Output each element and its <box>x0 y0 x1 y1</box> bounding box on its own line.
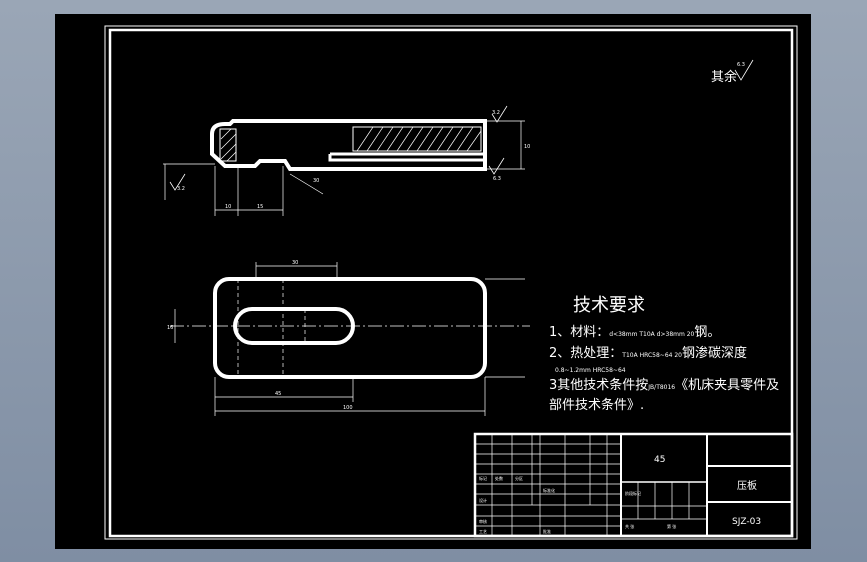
tech-line-3: 3其他技术条件按JB/T8016《机床夹具零件及 <box>549 377 779 393</box>
plate-outline <box>213 277 487 379</box>
drawing-sheet: 10 15 3.2 30 10 3.2 6.3 其余 6.3 30 <box>104 25 798 540</box>
section-step <box>328 152 485 162</box>
tech-line-1: 1、材料：d<38mm T10A d>38mm 20钢。 <box>549 325 720 340</box>
tb-label-process: 工艺 <box>479 529 487 534</box>
plan-view: 30 16 45 100 <box>167 260 530 416</box>
dim-angle: 30 <box>313 178 319 184</box>
section-view: 10 15 3.2 30 10 3.2 6.3 <box>163 105 530 216</box>
tb-label-approve: 批准 <box>543 528 551 534</box>
tb-label-std: 标准化 <box>543 487 555 493</box>
title-block: 标记 处数 分区 设计 标准化 审核 工艺 批准 阶段标记 共 张 第 张 45… <box>473 432 794 538</box>
dim-length-total: 100 <box>343 405 353 411</box>
roughness-symbol-bottom <box>488 157 505 175</box>
inner-border <box>108 28 794 538</box>
tb-label-sheet-no: 第 张 <box>667 523 676 529</box>
dim-small-2: 15 <box>257 204 263 210</box>
material: 45 <box>654 455 665 465</box>
angle-arc <box>289 173 324 195</box>
tb-label-mark: 标记 <box>479 475 487 481</box>
cad-viewport[interactable]: 10 15 3.2 30 10 3.2 6.3 其余 6.3 30 <box>55 14 811 549</box>
outer-border <box>104 25 798 540</box>
roughness-left: 3.2 <box>177 186 185 192</box>
drawing-number: SJZ-03 <box>732 517 761 527</box>
tech-title: 技术要求 <box>573 295 645 316</box>
roughness-symbol-left <box>169 173 186 191</box>
tb-label-stage: 阶段标记 <box>625 490 641 496</box>
titleblock-frame <box>473 432 794 538</box>
hatch-lines-right <box>356 126 482 152</box>
roughness-symbol-top <box>491 105 508 123</box>
hatch-lines-left <box>220 128 237 162</box>
dim-thickness: 10 <box>524 144 530 150</box>
section-outline <box>210 119 487 171</box>
tech-line-2-sub: 0.8~1.2mm HRC58~64 <box>555 367 626 374</box>
roughness-bottom: 6.3 <box>493 176 501 182</box>
part-name: 压板 <box>737 479 757 492</box>
tech-line-4: 部件技术条件》. <box>549 397 644 413</box>
tech-requirements: 技术要求 1、材料：d<38mm T10A d>38mm 20钢。 2、热处理：… <box>549 295 779 413</box>
hatch-right <box>352 126 482 152</box>
hatch-left <box>219 128 237 162</box>
tb-label-sheets: 共 张 <box>625 523 634 529</box>
tb-label-zone: 分区 <box>515 475 523 481</box>
tb-grid <box>475 434 690 536</box>
tech-line-2: 2、热处理：T10A HRC58~64 20钢渗碳深度 <box>549 345 747 361</box>
tb-label-review: 审核 <box>479 518 487 524</box>
dim-height: 16 <box>167 325 173 331</box>
roughness-top: 3.2 <box>492 110 500 116</box>
surface-roughness-symbol <box>734 59 754 81</box>
surface-note: 其余 <box>711 69 737 85</box>
tb-label-count: 处数 <box>495 475 503 481</box>
dim-length-inner: 45 <box>275 391 281 397</box>
surface-roughness: 6.3 <box>737 62 745 68</box>
tb-label-design: 设计 <box>479 497 487 503</box>
dim-small-1: 10 <box>225 204 231 210</box>
dim-slot-width: 30 <box>292 260 298 266</box>
